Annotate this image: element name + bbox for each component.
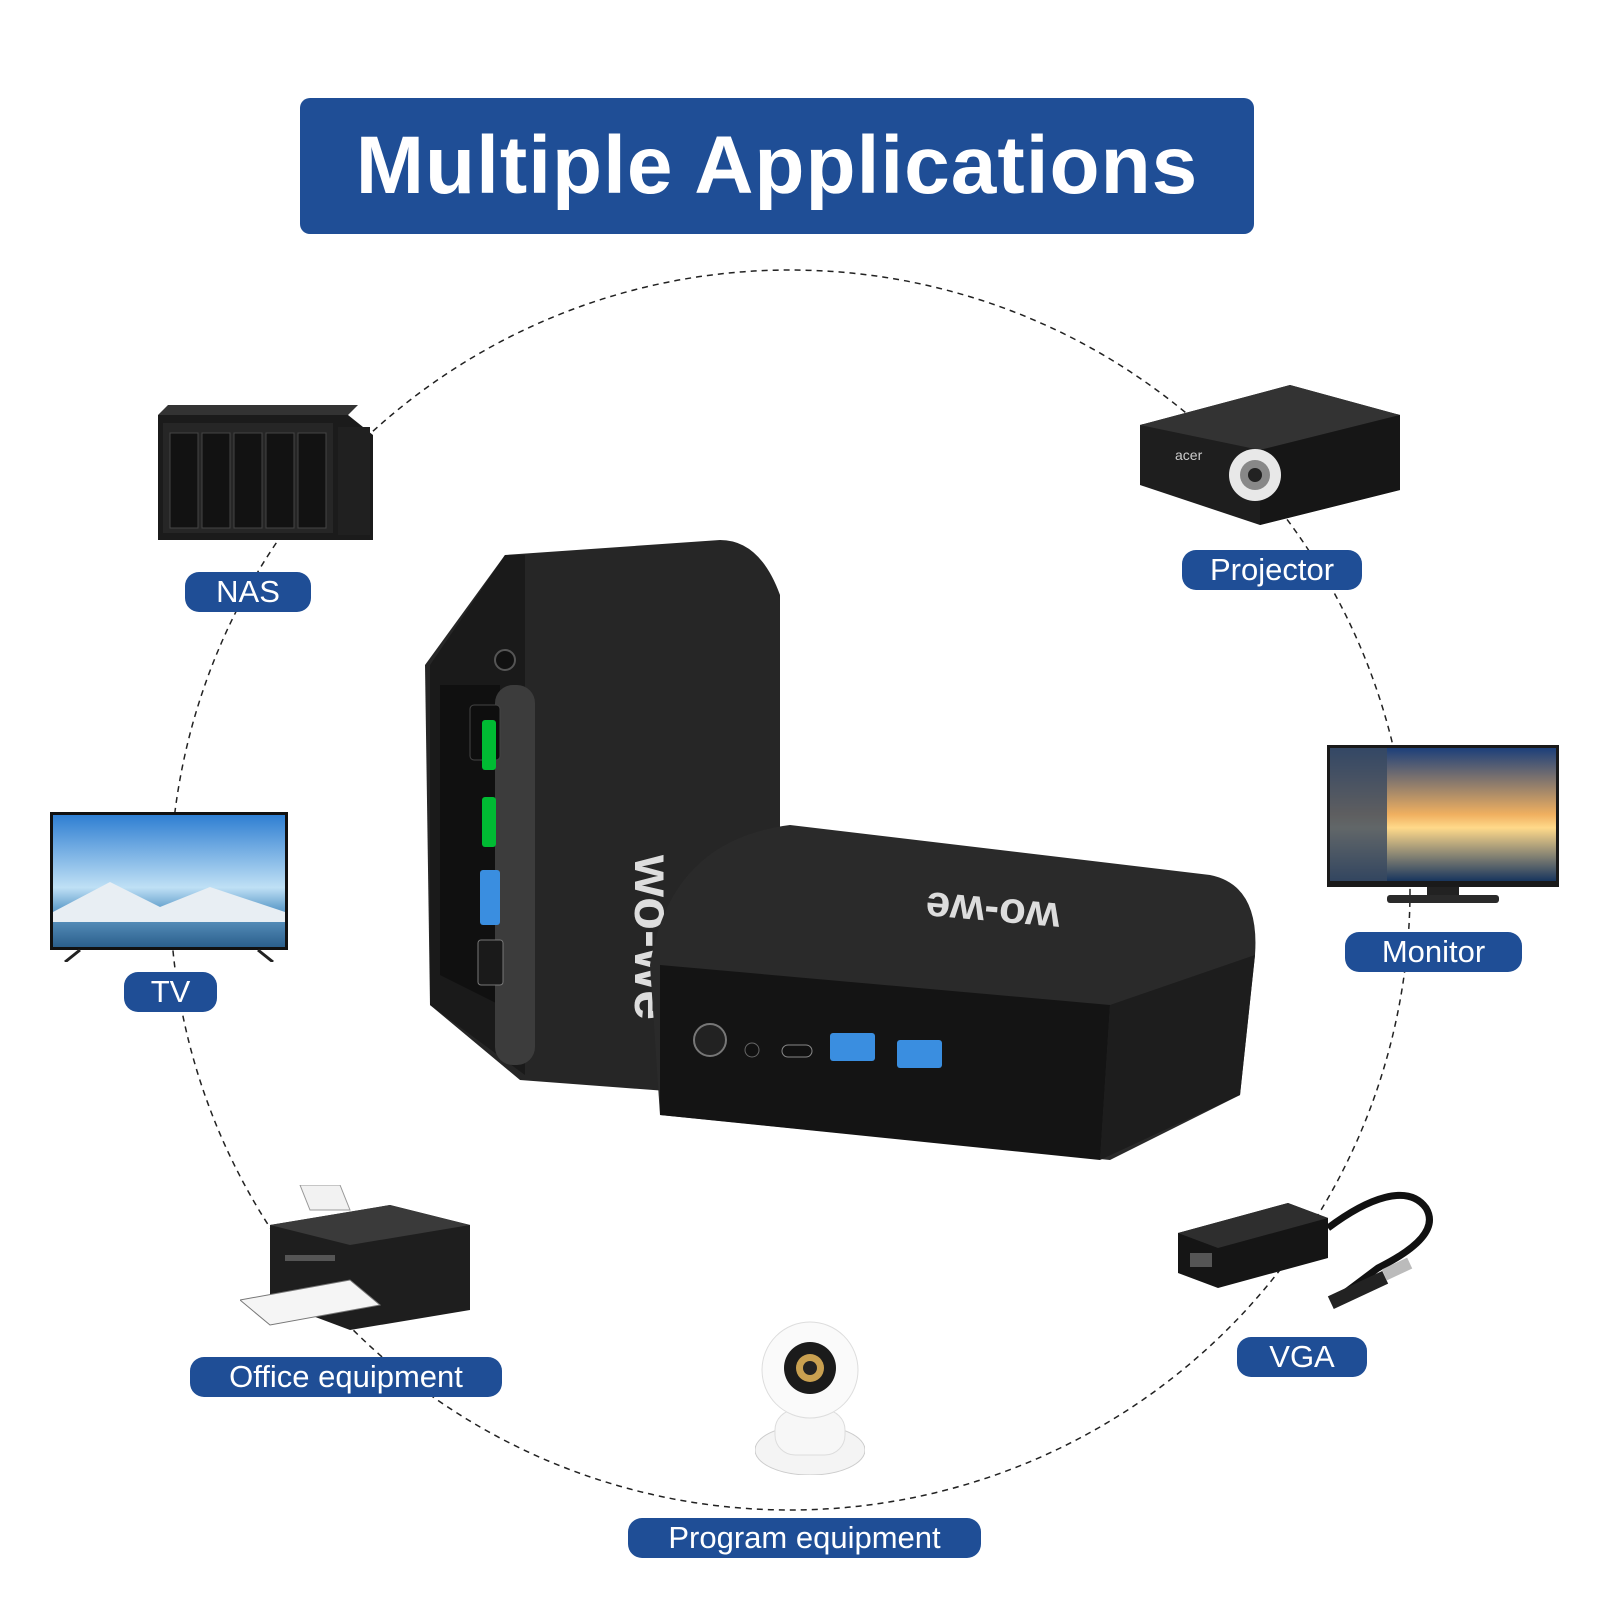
brand-logo-horizontal: wo-we <box>924 882 1063 943</box>
label-vga: VGA <box>1237 1337 1367 1377</box>
label-projector: Projector <box>1182 550 1362 590</box>
printer-icon <box>240 1185 470 1330</box>
svg-text:acer: acer <box>1175 447 1203 463</box>
projector-icon: acer <box>1140 385 1400 530</box>
label-nas: NAS <box>185 572 311 612</box>
nas-icon <box>158 405 373 545</box>
monitor-icon <box>1327 745 1559 905</box>
label-monitor: Monitor <box>1345 932 1522 972</box>
mini-pc-image: wo-we wo-we <box>410 535 1290 1195</box>
label-office: Office equipment <box>190 1357 502 1397</box>
page-title: Multiple Applications <box>355 120 1199 211</box>
mini-pc-horizontal: wo-we <box>650 825 1256 1160</box>
title-banner: Multiple Applications <box>300 98 1254 234</box>
tv-icon <box>50 812 288 962</box>
security-camera-icon <box>755 1320 865 1475</box>
vga-adapter-icon <box>1178 1188 1438 1318</box>
label-tv: TV <box>124 972 217 1012</box>
label-program: Program equipment <box>628 1518 981 1558</box>
